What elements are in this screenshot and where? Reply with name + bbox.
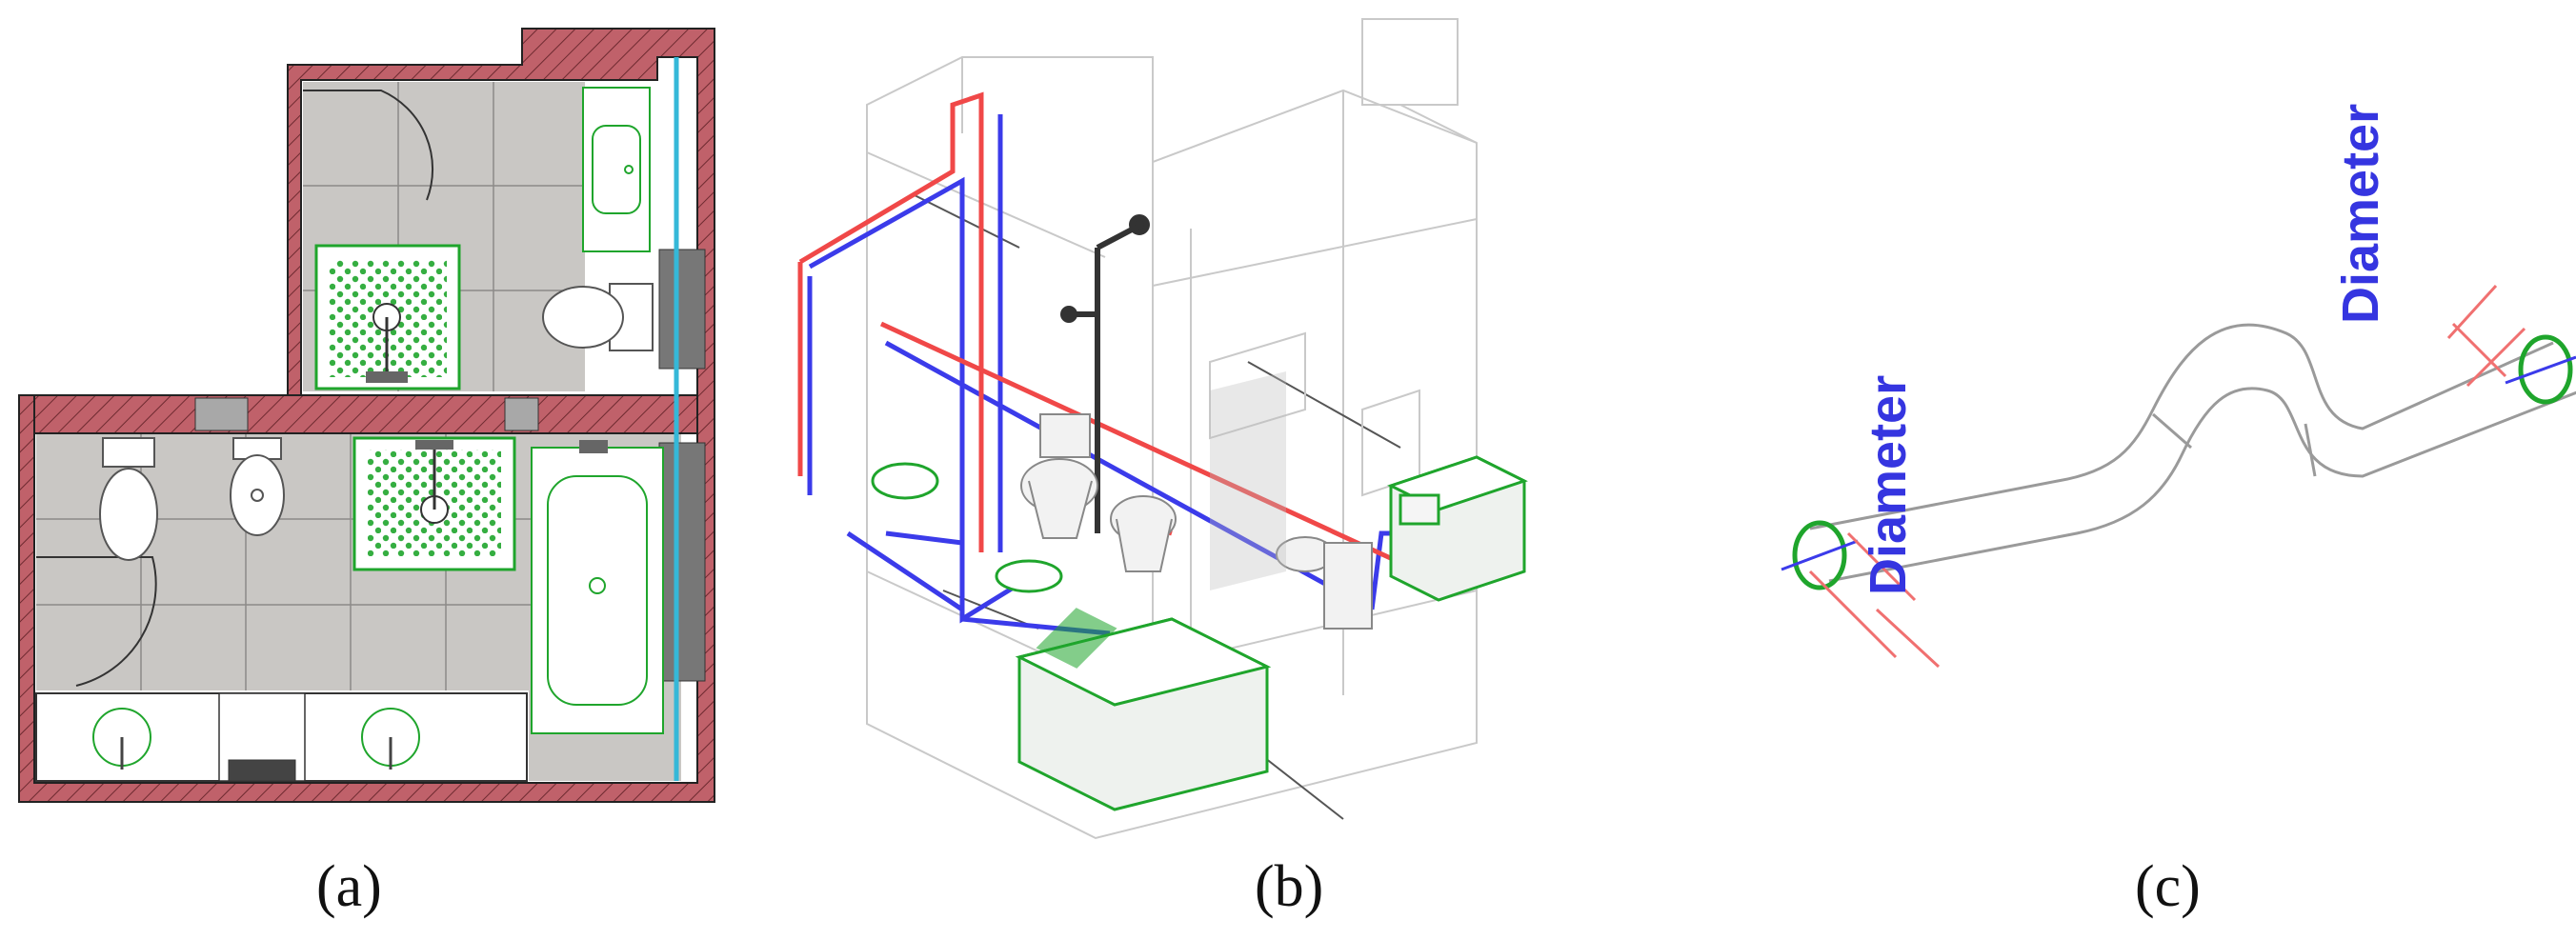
toilet-icon <box>99 437 158 561</box>
pipe-end-right <box>2518 334 2573 405</box>
isometric-plumbing-drawing <box>797 18 1528 840</box>
sink-icon <box>582 87 651 252</box>
vanity-counter <box>35 692 528 782</box>
caption-b: (b) <box>1255 854 1324 919</box>
diameter-label-left: Diameter <box>1860 375 1917 595</box>
shower-glass-panel <box>1210 371 1286 590</box>
floor-plan-panel <box>0 0 753 829</box>
shower-tray-icon <box>352 436 516 571</box>
ceramic-fixtures <box>1020 413 1373 630</box>
pipe-end-left <box>1792 520 1847 590</box>
shower-tray-icon <box>314 244 461 390</box>
window-upper <box>658 249 706 370</box>
sanitary-fixtures <box>871 455 1528 811</box>
toilet-icon <box>542 283 654 351</box>
caption-a: (a) <box>316 854 382 919</box>
pipe-diameter-drawing: Diameter Diameter <box>1781 104 2576 669</box>
door-swing-upper <box>303 90 434 201</box>
pipe-axis-left <box>1781 539 1859 571</box>
diameter-dimension-right <box>2446 284 2526 388</box>
window-lower <box>658 442 706 682</box>
isometric-plumbing-panel <box>791 0 1791 848</box>
door-swing-lower <box>36 556 157 687</box>
caption-c: (c) <box>2135 854 2201 919</box>
pipe-axis-right <box>2505 355 2576 385</box>
bidet-icon <box>230 437 285 536</box>
doorway-opening <box>194 397 249 431</box>
doorway-opening <box>504 397 539 431</box>
pipe-diameter-panel: Diameter Diameter <box>1772 0 2576 762</box>
partition-wall <box>33 394 698 434</box>
diameter-label-right: Diameter <box>2332 104 2389 324</box>
floor-plan-drawing <box>18 28 715 803</box>
diameter-dimension-left <box>1808 531 1941 669</box>
pipe-body <box>1809 323 2576 583</box>
bathtub-icon <box>531 440 664 734</box>
